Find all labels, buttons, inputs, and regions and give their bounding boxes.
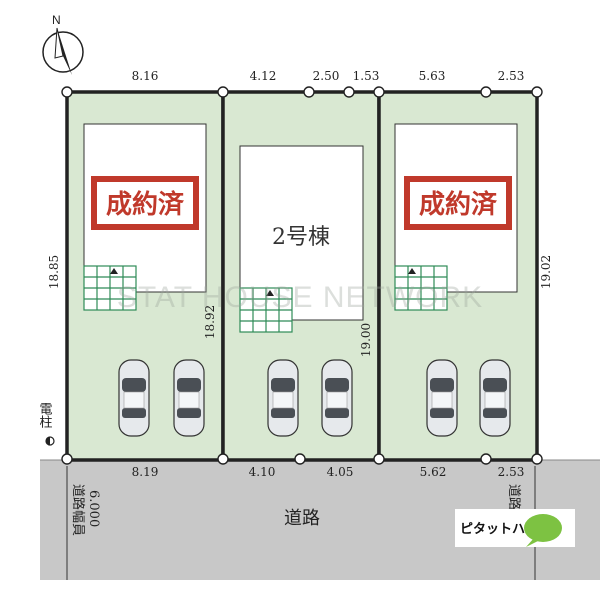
- boundary-point-icon: [531, 86, 543, 98]
- boundary-point-icon: [373, 86, 385, 98]
- dim-side-3: 19.00: [359, 323, 373, 357]
- dim-top-5: 5.63: [419, 69, 446, 83]
- dim-top-6: 2.53: [498, 69, 525, 83]
- sold-badge-lot-3: 成約済: [404, 176, 512, 230]
- boundary-point-icon: [531, 453, 543, 465]
- brand-logo: ピタットハウス: [455, 509, 575, 547]
- dim-side-4: 19.02: [539, 255, 553, 289]
- car-icon: [267, 359, 299, 437]
- dim-top-3: 2.50: [313, 69, 340, 83]
- watermark: STAT HOUSE NETWORK: [117, 281, 483, 314]
- car-icon: [118, 359, 150, 437]
- dim-bottom-2: 4.10: [249, 465, 276, 479]
- boundary-point-icon: [61, 453, 73, 465]
- boundary-point-icon: [303, 86, 315, 98]
- pole-label: 電柱: [37, 402, 53, 429]
- entrance-stairs-1: [83, 265, 137, 311]
- car-icon: [426, 359, 458, 437]
- road-width-value: 6.000: [86, 490, 101, 527]
- boundary-point-icon: [61, 86, 73, 98]
- car-icon: [479, 359, 511, 437]
- road-width-label: 道路幅員: [70, 484, 86, 536]
- boundary-point-icon: [217, 453, 229, 465]
- north-arrow-icon: N: [42, 13, 84, 75]
- entrance-stairs-3: [394, 265, 448, 311]
- brand-logo-bubble-icon: [524, 514, 562, 542]
- dim-top-4: 1.53: [353, 69, 380, 83]
- dim-top-2: 4.12: [250, 69, 277, 83]
- car-icon: [321, 359, 353, 437]
- boundary-points: [61, 86, 543, 465]
- dim-side-1: 18.85: [47, 255, 61, 289]
- parking-spaces: [118, 359, 511, 437]
- boundary-point-icon: [373, 453, 385, 465]
- dim-side-2: 18.92: [203, 305, 217, 339]
- car-icon: [173, 359, 205, 437]
- north-label: N: [52, 13, 61, 27]
- dim-bottom-3: 4.05: [327, 465, 354, 479]
- boundary-point-icon: [480, 86, 492, 98]
- road-label: 道路: [284, 508, 320, 529]
- entrance-stairs-2: [239, 287, 293, 333]
- lot-2-label: 2号棟: [272, 225, 330, 250]
- sold-badge-lot-1: 成約済: [91, 176, 199, 230]
- boundary-point-icon: [480, 453, 492, 465]
- dim-bottom-5: 2.53: [498, 465, 525, 479]
- dim-bottom-1: 8.19: [132, 465, 159, 479]
- boundary-point-icon: [294, 453, 306, 465]
- sold-badge-text: 成約済: [106, 189, 185, 220]
- dim-bottom-4: 5.62: [420, 465, 447, 479]
- sold-badge-text: 成約済: [419, 189, 498, 220]
- dim-top-1: 8.16: [132, 69, 159, 83]
- boundary-point-icon: [343, 86, 355, 98]
- boundary-point-icon: [217, 86, 229, 98]
